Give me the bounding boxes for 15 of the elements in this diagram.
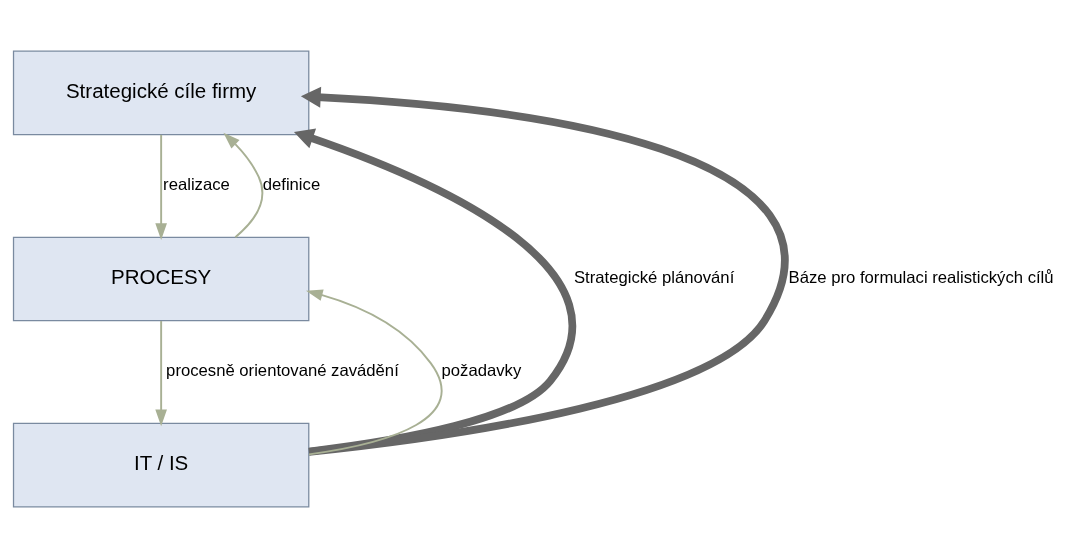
arrow	[293, 128, 576, 456]
node-box: Strategické cíle firmy	[12, 50, 310, 136]
arrow	[223, 132, 264, 239]
arrow	[155, 320, 167, 427]
edge-label: procesně orientované zavádění	[166, 361, 399, 381]
edge-label: požadavky	[441, 361, 522, 381]
arrow	[306, 289, 443, 456]
arrow	[300, 86, 787, 456]
node-box: IT / IS	[12, 422, 310, 508]
edge-label: Báze pro formulaci realistických cílů	[788, 268, 1054, 288]
edge-label: realizace	[163, 175, 230, 195]
edge-label: Strategické plánování	[573, 268, 735, 288]
arrow	[155, 133, 167, 240]
edge-label: definice	[262, 175, 321, 195]
node-box: PROCESY	[12, 236, 310, 322]
